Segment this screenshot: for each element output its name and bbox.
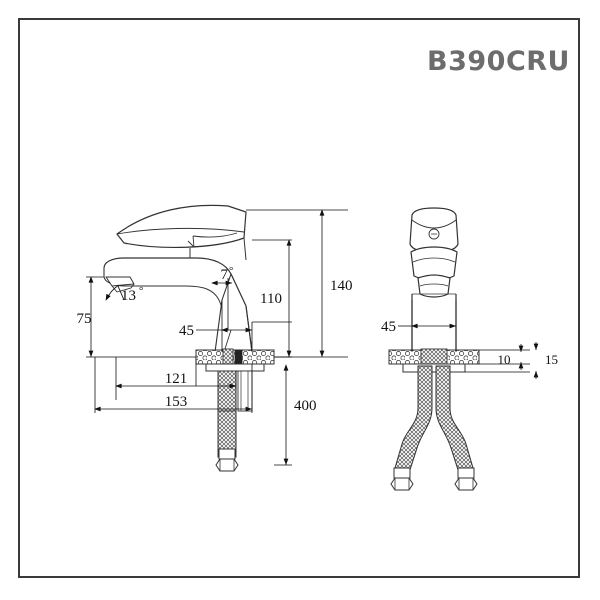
dim-mount-clearance: 15 (545, 352, 558, 367)
dim-spout-height: 75 (77, 311, 92, 327)
dim-overall-height: 140 (330, 278, 353, 294)
side-view-dimension-lines (86, 209, 348, 466)
side-view-deck-mount (195, 348, 275, 472)
dim-hose-length: 400 (294, 398, 317, 414)
dim-body-width: 45 (179, 323, 194, 339)
dim-spout-angle: 13 (121, 288, 136, 304)
dim-body-taper-angle: 7 (221, 267, 229, 283)
dim-body-height: 110 (260, 291, 282, 307)
dim-spout-reach-inner: 121 (165, 371, 188, 387)
side-view-dimension-labels: 75 13 ° 7 ° 45 110 140 121 153 400 (77, 265, 353, 414)
dim-body-taper-angle-unit: ° (229, 265, 233, 277)
sheet-border (18, 18, 580, 578)
dim-deck-thickness: 10 (498, 352, 511, 367)
front-view-dimension-labels: 45 10 15 (381, 319, 558, 367)
dim-spout-reach-overall: 153 (165, 394, 188, 410)
page-title: B390CRU (427, 46, 570, 77)
front-view-faucet (409, 207, 459, 352)
front-view-deck-mount (388, 348, 480, 491)
dim-spout-angle-unit: ° (139, 285, 143, 297)
dim-body-width-front: 45 (381, 319, 396, 335)
front-view-dimension-lines (398, 300, 539, 379)
